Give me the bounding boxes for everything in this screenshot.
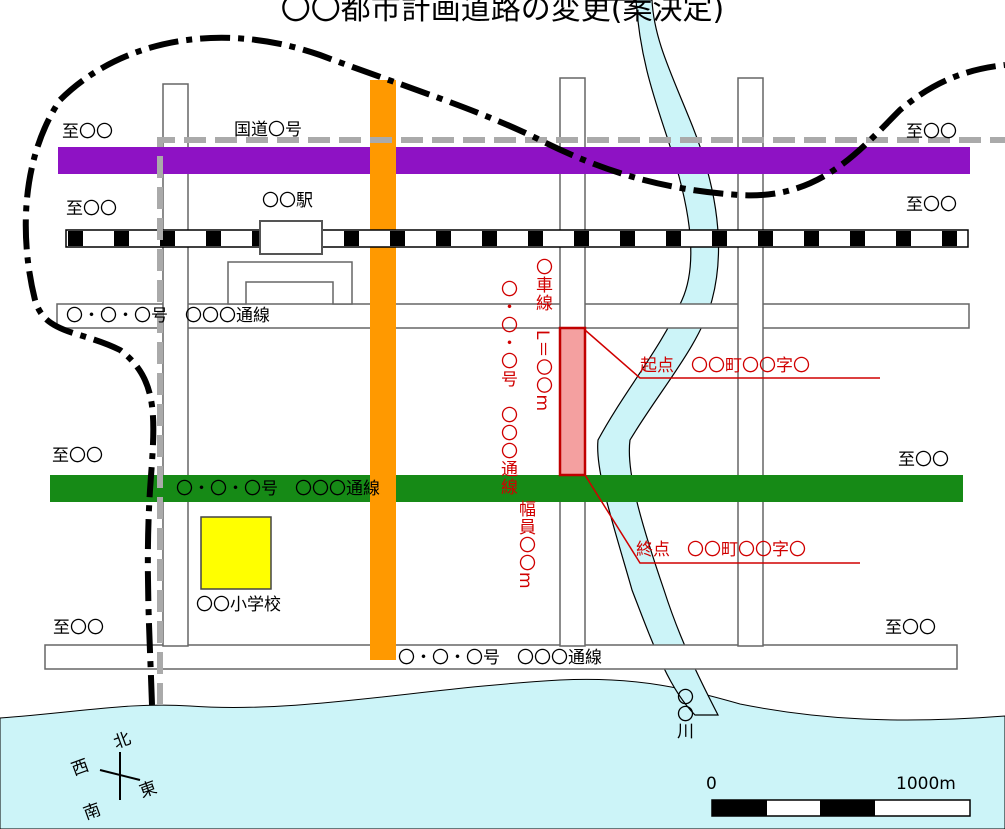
railway-tie (804, 231, 819, 246)
school-label: 〇〇小学校 (196, 595, 281, 615)
river-label: 〇〇川 (673, 688, 693, 739)
railway-tie (574, 231, 589, 246)
station-label: 〇〇駅 (262, 191, 313, 211)
railway-tie (666, 231, 681, 246)
railway-base (65, 229, 969, 248)
to-label-w-bottom: 至〇〇 (53, 618, 104, 638)
school-building (200, 516, 272, 590)
railway-tie (436, 231, 451, 246)
station-building (259, 220, 323, 255)
station-spur-road (227, 261, 353, 305)
city-boundary-black (22, 34, 1005, 706)
scale-bar (711, 799, 971, 817)
railway-tie (528, 231, 543, 246)
orange-route-band (370, 80, 396, 660)
changed-route-spec: 〇車線 L＝〇〇m (532, 258, 552, 413)
railway-tie (160, 231, 175, 246)
local-road-upper (56, 303, 970, 329)
green-route-band (50, 475, 963, 502)
railway-tie (942, 231, 957, 246)
city-boundary-gray (157, 137, 1005, 705)
railway-tie (712, 231, 727, 246)
railway-tie (344, 231, 359, 246)
changed-route-width: 幅員〇〇m (515, 500, 535, 590)
scale-max-label: 1000m (896, 774, 956, 794)
changed-route-name: 〇・〇・〇号 〇〇〇通線 (497, 280, 517, 496)
railway-tie (482, 231, 497, 246)
to-label-e-bottom: 至〇〇 (885, 618, 936, 638)
start-leader-line (584, 329, 880, 379)
to-label-nw-top: 至〇〇 (62, 122, 113, 142)
compass (99, 752, 141, 800)
local-road-v1 (162, 83, 189, 647)
end-point-label: 終点 〇〇町〇〇字〇 (636, 540, 806, 560)
end-leader-line (584, 474, 860, 564)
national-route-label: 国道〇号 (234, 120, 302, 140)
railway-tie (68, 231, 83, 246)
railway-tie (758, 231, 773, 246)
to-label-e-rail: 至〇〇 (906, 195, 957, 215)
map-title: 〇〇都市計画道路の変更(案決定) (280, 0, 725, 27)
to-label-w-rail: 至〇〇 (66, 199, 117, 219)
to-label-e-mid: 至〇〇 (898, 450, 949, 470)
railway-tie (206, 231, 221, 246)
local-road-bottom (44, 644, 958, 670)
changed-road-segment[interactable] (558, 326, 587, 477)
scale-zero-label: 0 (706, 774, 717, 794)
railway-tie (620, 231, 635, 246)
sea (0, 678, 1005, 829)
road-label-green: 〇・〇・〇号 〇〇〇通線 (176, 479, 380, 499)
road-label-upper: 〇・〇・〇号 〇〇〇通線 (66, 306, 270, 326)
to-label-ne-top: 至〇〇 (906, 122, 957, 142)
start-point-label: 起点 〇〇町〇〇字〇 (640, 356, 810, 376)
railway-tie (850, 231, 865, 246)
railway-tie (390, 231, 405, 246)
railway-tie (896, 231, 911, 246)
to-label-w-mid: 至〇〇 (52, 446, 103, 466)
road-label-bottom: 〇・〇・〇号 〇〇〇通線 (398, 648, 602, 668)
national-route-band (58, 147, 970, 174)
railway-tie (114, 231, 129, 246)
